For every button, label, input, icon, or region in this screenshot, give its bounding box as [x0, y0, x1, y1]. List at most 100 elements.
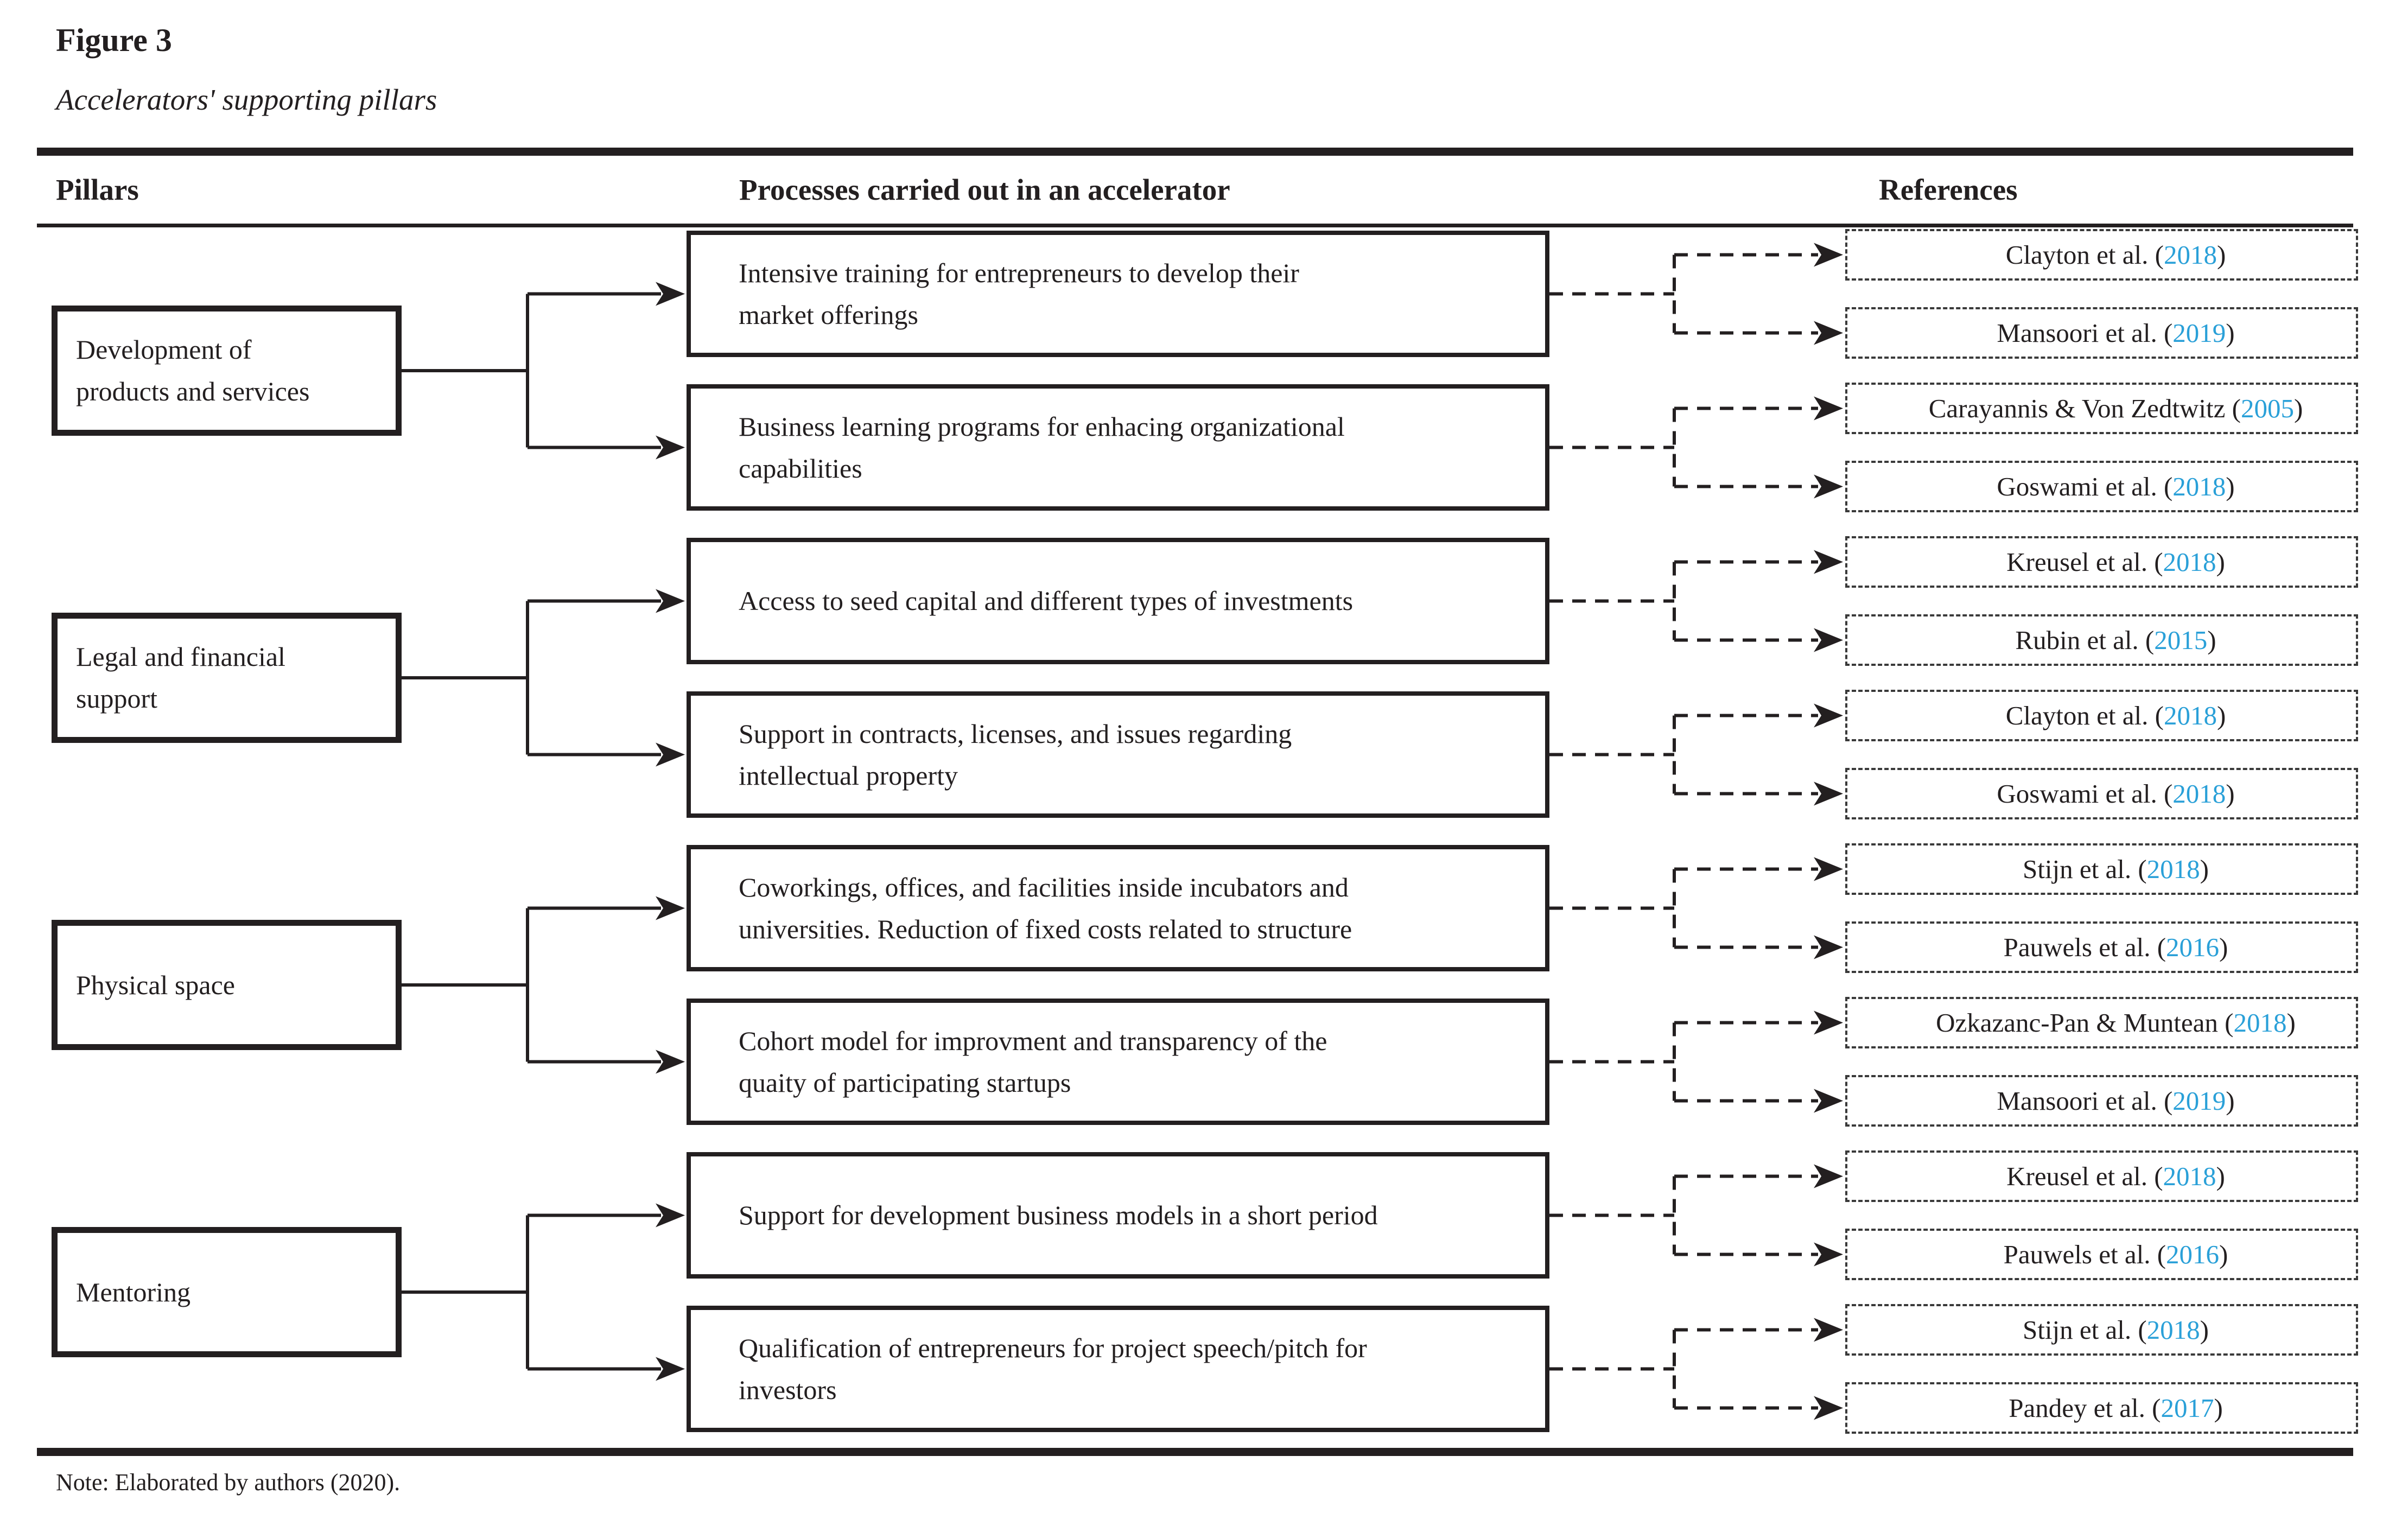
bottom-rule — [37, 1448, 2353, 1456]
process-box: Access to seed capital and different typ… — [687, 538, 1549, 664]
reference-text: Stijn et al. ( — [2023, 854, 2147, 884]
reference-close-paren: ) — [2216, 1161, 2225, 1191]
process-box: Qualification of entrepreneurs for proje… — [687, 1306, 1549, 1432]
header-rule — [37, 224, 2353, 227]
pillar-label-line: Mentoring — [76, 1276, 191, 1307]
reference-close-paren: ) — [2226, 778, 2235, 809]
reference-box: Stijn et al. (2018) — [1845, 843, 2358, 895]
reference-year-link[interactable]: 2019 — [2172, 317, 2226, 348]
process-label-line: Business learning programs for enhacing … — [739, 411, 1345, 442]
reference-text: Mansoori et al. ( — [1997, 317, 2173, 348]
reference-close-paren: ) — [2216, 239, 2226, 270]
reference-box: Goswami et al. (2018) — [1845, 768, 2358, 819]
process-label-line: Coworkings, offices, and facilities insi… — [739, 872, 1349, 902]
pillar-label-line: support — [76, 683, 157, 714]
process-label-line: capabilities — [739, 453, 862, 484]
process-label-line: Qualification of entrepreneurs for proje… — [739, 1332, 1367, 1363]
pillar-label-line: Development of — [76, 334, 252, 365]
process-label-line: intellectual property — [739, 760, 958, 791]
reference-year-link[interactable]: 2018 — [2172, 471, 2226, 501]
reference-text: Carayannis & Von Zedtwitz ( — [1928, 393, 2241, 423]
reference-year-link[interactable]: 2005 — [2240, 393, 2294, 423]
reference-text: Clayton et al. ( — [2005, 239, 2164, 270]
process-label-line: Intensive training for entrepreneurs to … — [739, 257, 1299, 288]
reference-text: Kreusel et al. ( — [2006, 1161, 2163, 1191]
reference-text: Pauwels et al. ( — [2003, 932, 2166, 962]
pillar-box-mentoring: Mentoring — [52, 1227, 402, 1357]
reference-box: Rubin et al. (2015) — [1845, 614, 2358, 666]
pillar-box-physical-space: Physical space — [52, 920, 402, 1050]
process-label-line: quaity of participating startups — [739, 1067, 1071, 1098]
reference-text: Mansoori et al. ( — [1997, 1085, 2173, 1116]
figure-note: Note: Elaborated by authors (2020). — [56, 1469, 401, 1496]
reference-box: Pandey et al. (2017) — [1845, 1382, 2358, 1434]
reference-year-link[interactable]: 2018 — [2163, 239, 2217, 270]
reference-box: Kreusel et al. (2018) — [1845, 536, 2358, 588]
reference-close-paren: ) — [2226, 471, 2235, 501]
reference-close-paren: ) — [2216, 700, 2226, 730]
top-rule — [37, 148, 2353, 156]
column-header-references: References — [1879, 173, 2018, 206]
reference-close-paren: ) — [2200, 1314, 2209, 1345]
process-label-line: Support in contracts, licenses, and issu… — [739, 718, 1292, 749]
figure-caption: Accelerators' supporting pillars — [56, 83, 437, 116]
reference-close-paren: ) — [2214, 1393, 2223, 1423]
reference-text: Goswami et al. ( — [1997, 471, 2173, 501]
reference-year-link[interactable]: 2018 — [2146, 854, 2200, 884]
reference-year-link[interactable]: 2018 — [2163, 546, 2216, 577]
reference-close-paren: ) — [2219, 932, 2228, 962]
reference-year-link[interactable]: 2015 — [2154, 625, 2208, 655]
reference-close-paren: ) — [2200, 854, 2209, 884]
process-box: Support for development business models … — [687, 1152, 1549, 1279]
reference-close-paren: ) — [2226, 317, 2235, 348]
reference-text: Goswami et al. ( — [1997, 778, 2173, 809]
reference-text: Rubin et al. ( — [2015, 625, 2155, 655]
reference-close-paren: ) — [2226, 1085, 2235, 1116]
reference-box: Carayannis & Von Zedtwitz (2005) — [1845, 383, 2358, 434]
reference-text: Clayton et al. ( — [2005, 700, 2164, 730]
reference-year-link[interactable]: 2018 — [2163, 700, 2217, 730]
process-box: Coworkings, offices, and facilities insi… — [687, 845, 1549, 971]
pillar-box-development: Development of products and services — [52, 306, 402, 436]
process-label-line: market offerings — [739, 299, 918, 330]
reference-year-link[interactable]: 2018 — [2172, 778, 2226, 809]
reference-box: Kreusel et al. (2018) — [1845, 1150, 2358, 1202]
process-label-line: Access to seed capital and different typ… — [739, 586, 1354, 616]
process-label-line: Cohort model for improvment and transpar… — [739, 1025, 1327, 1056]
reference-box: Clayton et al. (2018) — [1845, 690, 2358, 741]
reference-close-paren: ) — [2219, 1239, 2228, 1269]
reference-text: Ozkazanc-Pan & Muntean ( — [1936, 1007, 2234, 1038]
process-box: Business learning programs for enhacing … — [687, 384, 1549, 511]
pillar-box-legal-financial: Legal and financial support — [52, 613, 402, 743]
reference-text: Pandey et al. ( — [2009, 1393, 2161, 1423]
column-header-processes: Processes carried out in an accelerator — [739, 173, 1230, 206]
reference-text: Kreusel et al. ( — [2006, 546, 2163, 577]
figure-label: Figure 3 — [56, 22, 172, 58]
reference-box: Stijn et al. (2018) — [1845, 1304, 2358, 1356]
pillar-label-line: Physical space — [76, 969, 235, 1000]
reference-close-paren: ) — [2293, 393, 2303, 423]
process-box: Cohort model for improvment and transpar… — [687, 999, 1549, 1125]
reference-close-paren: ) — [2207, 625, 2216, 655]
reference-year-link[interactable]: 2016 — [2166, 1239, 2220, 1269]
reference-box: Clayton et al. (2018) — [1845, 229, 2358, 281]
process-label-line: universities. Reduction of fixed costs r… — [739, 913, 1352, 944]
reference-box: Pauwels et al. (2016) — [1845, 921, 2358, 973]
reference-year-link[interactable]: 2016 — [2166, 932, 2220, 962]
reference-box: Mansoori et al. (2019) — [1845, 1075, 2358, 1127]
reference-year-link[interactable]: 2018 — [2146, 1314, 2200, 1345]
pillar-label-line: products and services — [76, 376, 310, 406]
reference-box: Mansoori et al. (2019) — [1845, 307, 2358, 359]
reference-year-link[interactable]: 2017 — [2161, 1393, 2214, 1423]
process-box: Support in contracts, licenses, and issu… — [687, 691, 1549, 818]
reference-year-link[interactable]: 2019 — [2172, 1085, 2226, 1116]
process-label-line: Support for development business models … — [739, 1200, 1378, 1230]
reference-box: Pauwels et al. (2016) — [1845, 1229, 2358, 1280]
reference-text: Pauwels et al. ( — [2003, 1239, 2166, 1269]
column-header-pillars: Pillars — [56, 173, 139, 206]
reference-year-link[interactable]: 2018 — [2233, 1007, 2287, 1038]
reference-year-link[interactable]: 2018 — [2163, 1161, 2216, 1191]
reference-box: Ozkazanc-Pan & Muntean (2018) — [1845, 997, 2358, 1048]
reference-text: Stijn et al. ( — [2023, 1314, 2147, 1345]
